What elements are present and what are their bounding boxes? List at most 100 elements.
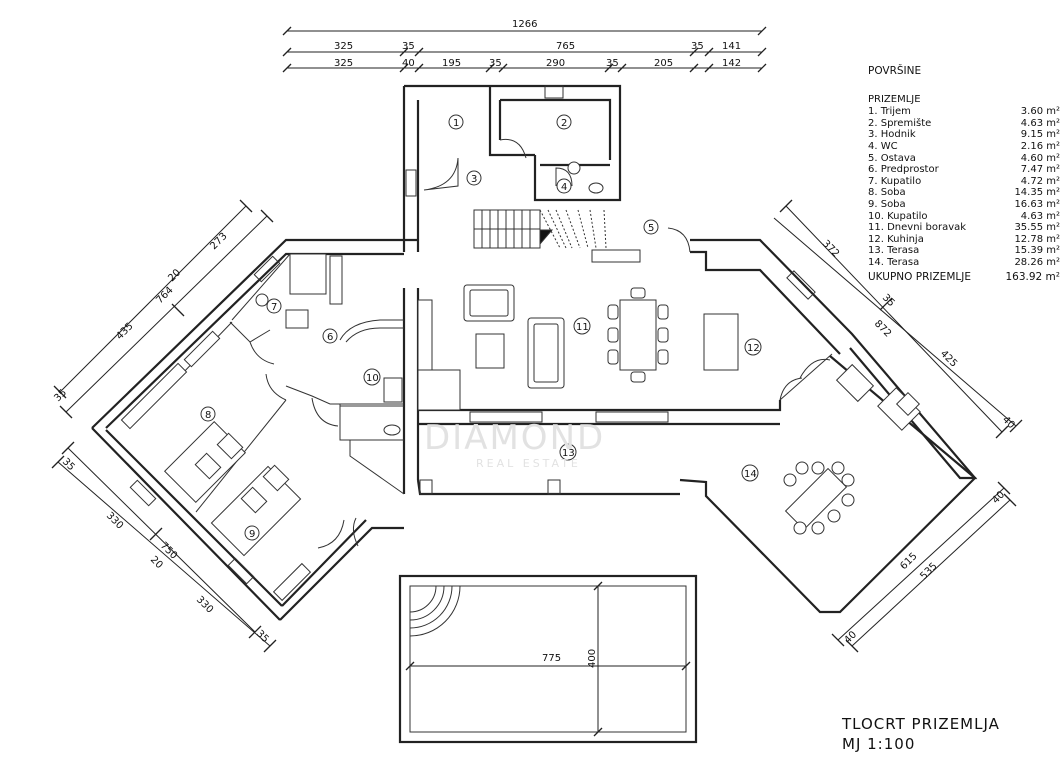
legend-row: 14. Terasa 28.26 m² [868,257,1060,269]
legend-row-area: 3.60 m² [1020,106,1060,118]
dim-left-lower-20: 20 [148,554,165,571]
legend-row: 10. Kupatilo 4.63 m² [868,211,1060,223]
area-legend: POVRŠINE PRIZEMLJE 1. Trijem 3.60 m² 2. Sp… [868,65,1060,284]
legend-row-area: 15.39 m² [1014,245,1060,257]
pool-height-label: 400 [587,649,598,668]
legend-row-label: 12. Kuhinja [868,233,924,245]
legend-title: POVRŠINE [868,65,922,77]
svg-text:1: 1 [453,118,459,129]
top-dimension-lines: 1266 325 35 765 35 141 325 40 195 35 290… [282,19,767,73]
legend-row-area: 35.55 m² [1014,222,1060,234]
legend-row-area: 16.63 m² [1014,198,1060,210]
legend-row-label: 7. Kupatilo [868,175,922,187]
legend-row-label: 13. Terasa [868,245,920,257]
dim-row1-2: 35 [402,41,415,52]
legend-row-label: 3. Hodnik [868,129,916,141]
pool-width-label: 775 [542,653,561,664]
dim-row2-1: 325 [334,58,353,69]
dim-row2-6: 35 [606,58,619,69]
svg-text:6: 6 [327,332,333,343]
legend-total-label: UKUPNO PRIZEMLJE [868,270,971,283]
legend-row-area: 4.63 m² [1020,210,1060,222]
dim-right-40b: 40 [990,489,1007,506]
dim-row2-2: 40 [402,58,415,69]
legend-row-area: 2.16 m² [1020,140,1060,152]
room-marker-12: 12 [744,338,762,356]
room-marker-11: 11 [573,317,591,335]
dim-row1-5: 141 [722,41,741,52]
svg-text:9: 9 [249,529,255,540]
legend-row-label: 2. Spremište [868,117,932,129]
dim-row1-4: 35 [691,41,704,52]
legend-total: UKUPNO PRIZEMLJE 163.92 m² [868,270,1060,284]
dim-right-872: 872 [872,318,893,339]
dim-right-615: 615 [898,551,919,572]
pool: 775 400 [398,574,698,744]
svg-text:3: 3 [471,174,477,185]
dim-row2-5: 290 [546,58,565,69]
legend-row-area: 4.63 m² [1020,117,1060,129]
room-marker-5: 5 [643,219,659,235]
dim-left-lower-330a: 330 [104,510,125,531]
room-marker-1: 1 [448,114,464,130]
legend-row-label: 11. Dnevni boravak [868,222,967,234]
watermark-sub-text: REAL ESTATE [476,457,581,470]
room-marker-6: 6 [322,328,338,344]
dim-overall: 1266 [512,19,537,30]
staircase [473,209,607,249]
svg-text:13: 13 [562,448,575,459]
dim-row2-4: 35 [489,58,502,69]
caption-title: TLOCRT PRIZEMLJA [842,715,1000,733]
room-marker-2: 2 [556,114,572,130]
svg-text:14: 14 [744,469,757,480]
dim-left-35: 35 [52,387,69,404]
room-marker-9: 9 [244,525,260,541]
room-marker-10: 10 [363,368,381,386]
room-marker-13: 13 [559,443,577,461]
legend-row: 13. Terasa 15.39 m² [868,245,1060,257]
svg-text:5: 5 [648,223,654,234]
dim-left-764: 764 [154,285,175,306]
svg-text:10: 10 [366,373,379,384]
svg-text:7: 7 [271,302,277,313]
legend-row-label: 10. Kupatilo [868,210,928,222]
legend-row-label: 6. Predprostor [868,164,939,176]
legend-row-label: 5. Ostava [868,152,916,164]
watermark-logo-text: DIAMOND [424,418,606,458]
legend-row: 7. Kupatilo 4.72 m² [868,176,1060,188]
legend-subtitle: PRIZEMLJE [868,93,921,105]
room-marker-4: 4 [556,178,572,194]
dim-right-425: 425 [938,348,959,369]
dim-row2-3: 195 [442,58,461,69]
dim-row2-8: 142 [722,58,741,69]
right-lower-dimension-lines: 615 535 40 40 [831,481,1017,653]
legend-row-area: 9.15 m² [1020,129,1060,141]
legend-row-area: 28.26 m² [1014,256,1060,268]
legend-row: 8. Soba 14.35 m² [868,187,1060,199]
legend-row-label: 8. Soba [868,187,906,199]
legend-row: 1. Trijem 3.60 m² [868,106,1060,118]
dim-right-372: 372 [820,238,841,259]
legend-total-value: 163.92 m² [1005,270,1060,283]
drawing-caption: TLOCRT PRIZEMLJA MJ 1:100 [842,714,1000,754]
legend-row-label: 14. Terasa [868,256,920,268]
legend-row-label: 1. Trijem [868,106,911,118]
dim-row2-7: 205 [654,58,673,69]
legend-row: 11. Dnevni boravak 35.55 m² [868,222,1060,234]
svg-text:11: 11 [576,322,589,333]
dim-row1-1: 325 [334,41,353,52]
svg-text:12: 12 [747,343,760,354]
room-marker-14: 14 [741,464,759,482]
legend-row-label: 9. Soba [868,198,906,210]
room-marker-8: 8 [200,406,216,422]
legend-row-area: 14.35 m² [1014,187,1060,199]
dim-left-435: 435 [114,321,135,342]
room-marker-7: 7 [266,298,282,314]
dim-left-lower-330b: 330 [194,594,215,615]
legend-row-area: 4.72 m² [1020,175,1060,187]
